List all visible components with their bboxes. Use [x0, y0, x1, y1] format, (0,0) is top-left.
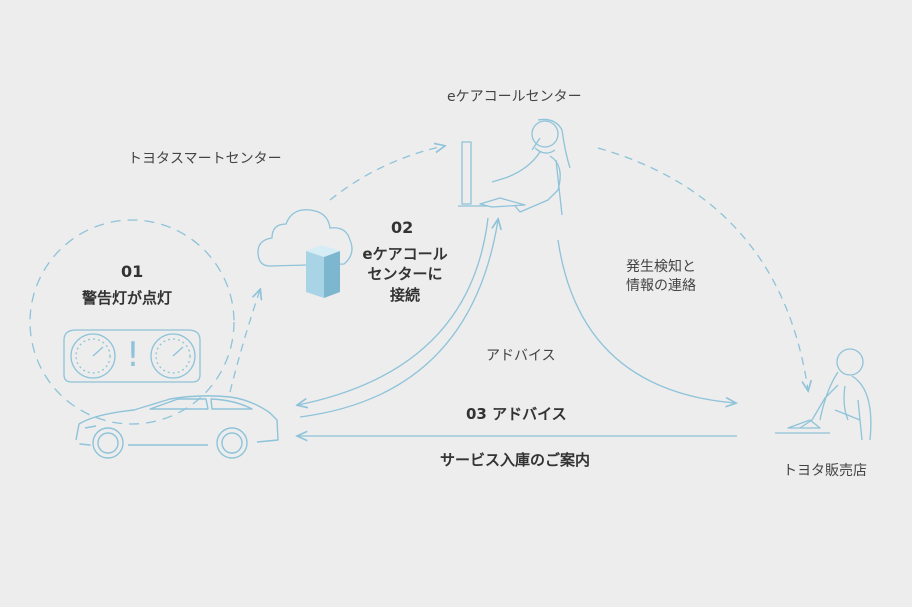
step1-number: 01: [121, 262, 144, 281]
service-guide: サービス入庫のご案内: [440, 451, 591, 469]
warning-light-circle: [29, 219, 235, 425]
smart-center-label: トヨタスマートセンター: [128, 151, 282, 167]
detect-label: 発生検知と 情報の連絡: [626, 258, 696, 296]
step2-text: eケアコール センターに 接続: [355, 244, 455, 305]
step3-advice: 03 アドバイス: [466, 405, 567, 423]
detect-label-line2: 情報の連絡: [626, 277, 696, 294]
dealer-label: トヨタ販売店: [783, 463, 867, 479]
advice-label: アドバイス: [486, 348, 556, 364]
step2-line1: eケアコール: [362, 245, 448, 263]
dealer-staff-icon: [775, 348, 872, 441]
call-center-operator-icon: [458, 118, 571, 216]
arrow-callcenter-to-dealer: [557, 239, 735, 403]
arrow-callcenter-to-car-2: [299, 220, 498, 418]
detect-label-line1: 発生検知と: [626, 259, 696, 275]
arrow-info-to-dealer: [597, 147, 808, 390]
arrow-cloud-to-callcenter: [329, 146, 444, 201]
dashboard-gauge-icon: [63, 329, 201, 383]
step1-text: 警告灯が点灯: [82, 289, 173, 307]
server-box-icon: [306, 245, 340, 298]
arrow-callcenter-to-car-1: [298, 217, 489, 405]
step2-number: 02: [391, 218, 414, 237]
car-icon: [75, 395, 279, 459]
step2-line3: 接続: [389, 285, 420, 304]
step2-line2: センターに: [367, 265, 443, 284]
cloud-icon: [257, 209, 353, 267]
arrow-to-cloud: [229, 290, 260, 393]
ecare-center-label: eケアコールセンター: [447, 89, 582, 105]
warning-exclamation-icon: !: [126, 335, 140, 375]
